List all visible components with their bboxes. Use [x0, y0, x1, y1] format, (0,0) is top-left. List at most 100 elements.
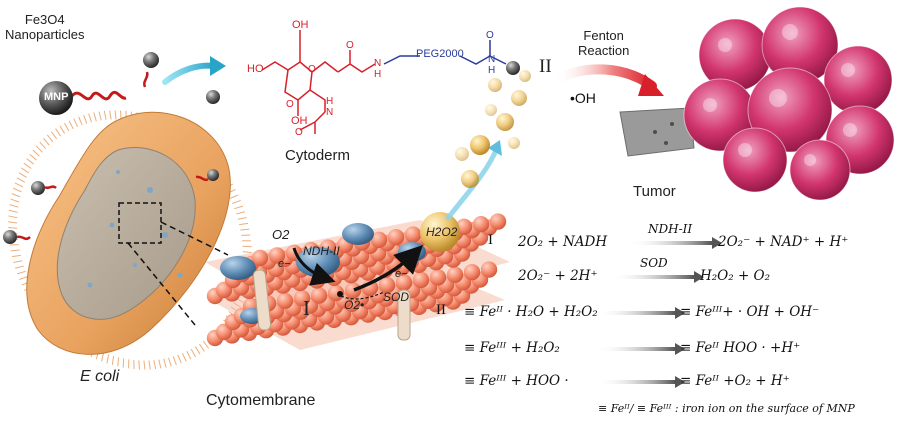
cell-fiber: [119, 110, 122, 120]
reaction-left: ≡ Feᴵᴵ · H₂O + H₂O₂: [464, 304, 598, 320]
cell-fiber: [64, 122, 70, 132]
reaction-arrow-head: [712, 237, 722, 249]
reaction-left: ≡ Feᴵᴵᴵ + H₂O₂: [464, 340, 560, 356]
cell-fiber: [16, 270, 26, 275]
reaction-arrow-shaft: [597, 311, 675, 315]
cell-fiber: [8, 226, 18, 229]
cell-fiber: [177, 354, 182, 364]
cell-fiber: [10, 198, 20, 203]
lipid-head: [310, 287, 328, 304]
cell-fiber: [68, 120, 74, 130]
cell-fiber: [29, 153, 37, 161]
cell-fiber: [55, 128, 62, 137]
cell-fiber: [240, 228, 250, 231]
lipid-head: [446, 266, 464, 283]
cell-fiber: [8, 215, 18, 219]
cell-fiber: [73, 118, 79, 128]
cell-fiber: [143, 360, 146, 370]
sod-label: SOD: [383, 290, 410, 304]
h2o2-label: H2O2: [426, 225, 458, 239]
lipid-head: [463, 264, 481, 281]
cell-fiber: [39, 141, 47, 150]
cell-fiber: [13, 260, 23, 263]
reaction-arrow-shaft: [597, 380, 675, 384]
cell-fiber: [23, 162, 32, 169]
electron-label-2: e−: [395, 268, 408, 280]
reaction-arrow-head: [675, 376, 685, 388]
peg-label: PEG2000: [416, 48, 464, 60]
molecule-o-1: O: [308, 64, 316, 75]
o2-label: O2: [272, 227, 290, 242]
lipid-head: [472, 216, 490, 233]
reaction-arrow-head: [694, 271, 704, 283]
lipid-head: [395, 274, 413, 291]
cell-fiber: [59, 125, 66, 134]
reaction-catalyst: NDH-II: [648, 222, 693, 236]
cell-fiber: [78, 116, 83, 126]
cell-fiber: [46, 134, 54, 143]
reaction-right: ≡ Feᴵᴵ +O₂ + H⁺: [680, 373, 790, 389]
h2o2-release: [420, 70, 531, 252]
cell-fiber: [11, 254, 21, 258]
reaction-arrow-shaft: [628, 241, 712, 245]
cell-fiber: [26, 158, 35, 165]
reaction-right: 2O₂⁻ + NAD⁺ + H⁺: [718, 234, 849, 250]
lipid-head: [276, 292, 294, 309]
tumor-label: Tumor: [633, 183, 676, 200]
cell-fiber: [202, 340, 210, 349]
cell-fiber: [138, 360, 141, 370]
lipid-head: [378, 277, 396, 294]
cell-fiber: [21, 167, 30, 174]
electron-label-1: e−: [278, 258, 291, 270]
reaction-arrow-head: [675, 343, 685, 355]
cell-fiber: [181, 352, 187, 362]
tumor-cluster: [619, 6, 895, 201]
lipid-head: [370, 231, 388, 248]
inset-indicator: [118, 202, 229, 326]
lipid-head: [387, 229, 405, 246]
cell-fiber: [14, 182, 24, 188]
cytoderm-label: Cytoderm: [285, 147, 351, 164]
cell-fiber: [15, 265, 24, 269]
molecule-o-3: O: [346, 40, 354, 51]
cell-fiber: [168, 357, 172, 367]
cell-fiber: [93, 112, 97, 122]
cell-fiber: [98, 111, 102, 121]
reaction-arrow-shaft: [610, 275, 694, 279]
molecule-oh-bottom: OH: [291, 115, 308, 127]
reaction-arrow-shaft: [597, 347, 675, 351]
cell-fiber: [10, 249, 20, 252]
cytoderm-molecule: [261, 30, 520, 134]
fenton-arrow: [550, 64, 664, 96]
cell-fiber: [239, 222, 249, 226]
cell-fiber: [232, 199, 241, 204]
cell-fiber: [242, 251, 252, 254]
mnp-label: MNP: [44, 91, 69, 103]
cell-fiber: [198, 343, 205, 352]
cell-fiber: [237, 217, 247, 220]
cell-fiber: [101, 352, 105, 362]
cell-fiber: [186, 350, 192, 360]
molecule-o-4: O: [295, 127, 303, 138]
ndh-ii-label: NDH-II: [303, 244, 340, 258]
cytomembrane-label: Cytomembrane: [206, 392, 316, 409]
cell-fiber: [172, 356, 177, 366]
lipid-head: [429, 269, 447, 286]
cell-fiber: [8, 221, 18, 224]
cell-fiber: [35, 145, 43, 153]
fe3o4-label: Fe3O4 Nanoparticles: [5, 12, 85, 42]
reaction-right: ≡ Feᴵᴵ HOO · +H⁺: [680, 340, 801, 356]
cell-fiber: [11, 193, 21, 198]
reaction-left: ≡ Feᴵᴵᴵ + HOO ·: [464, 373, 569, 389]
cell-fiber: [50, 131, 58, 140]
cell-fiber: [229, 194, 239, 199]
lipid-head: [480, 261, 498, 278]
cell-fiber: [114, 110, 117, 120]
cell-fiber: [88, 113, 92, 123]
stage-one-marker: I: [303, 296, 310, 320]
cell-fiber: [148, 360, 151, 370]
e-coli-label: E coli: [80, 368, 120, 385]
lipid-head: [412, 271, 430, 289]
